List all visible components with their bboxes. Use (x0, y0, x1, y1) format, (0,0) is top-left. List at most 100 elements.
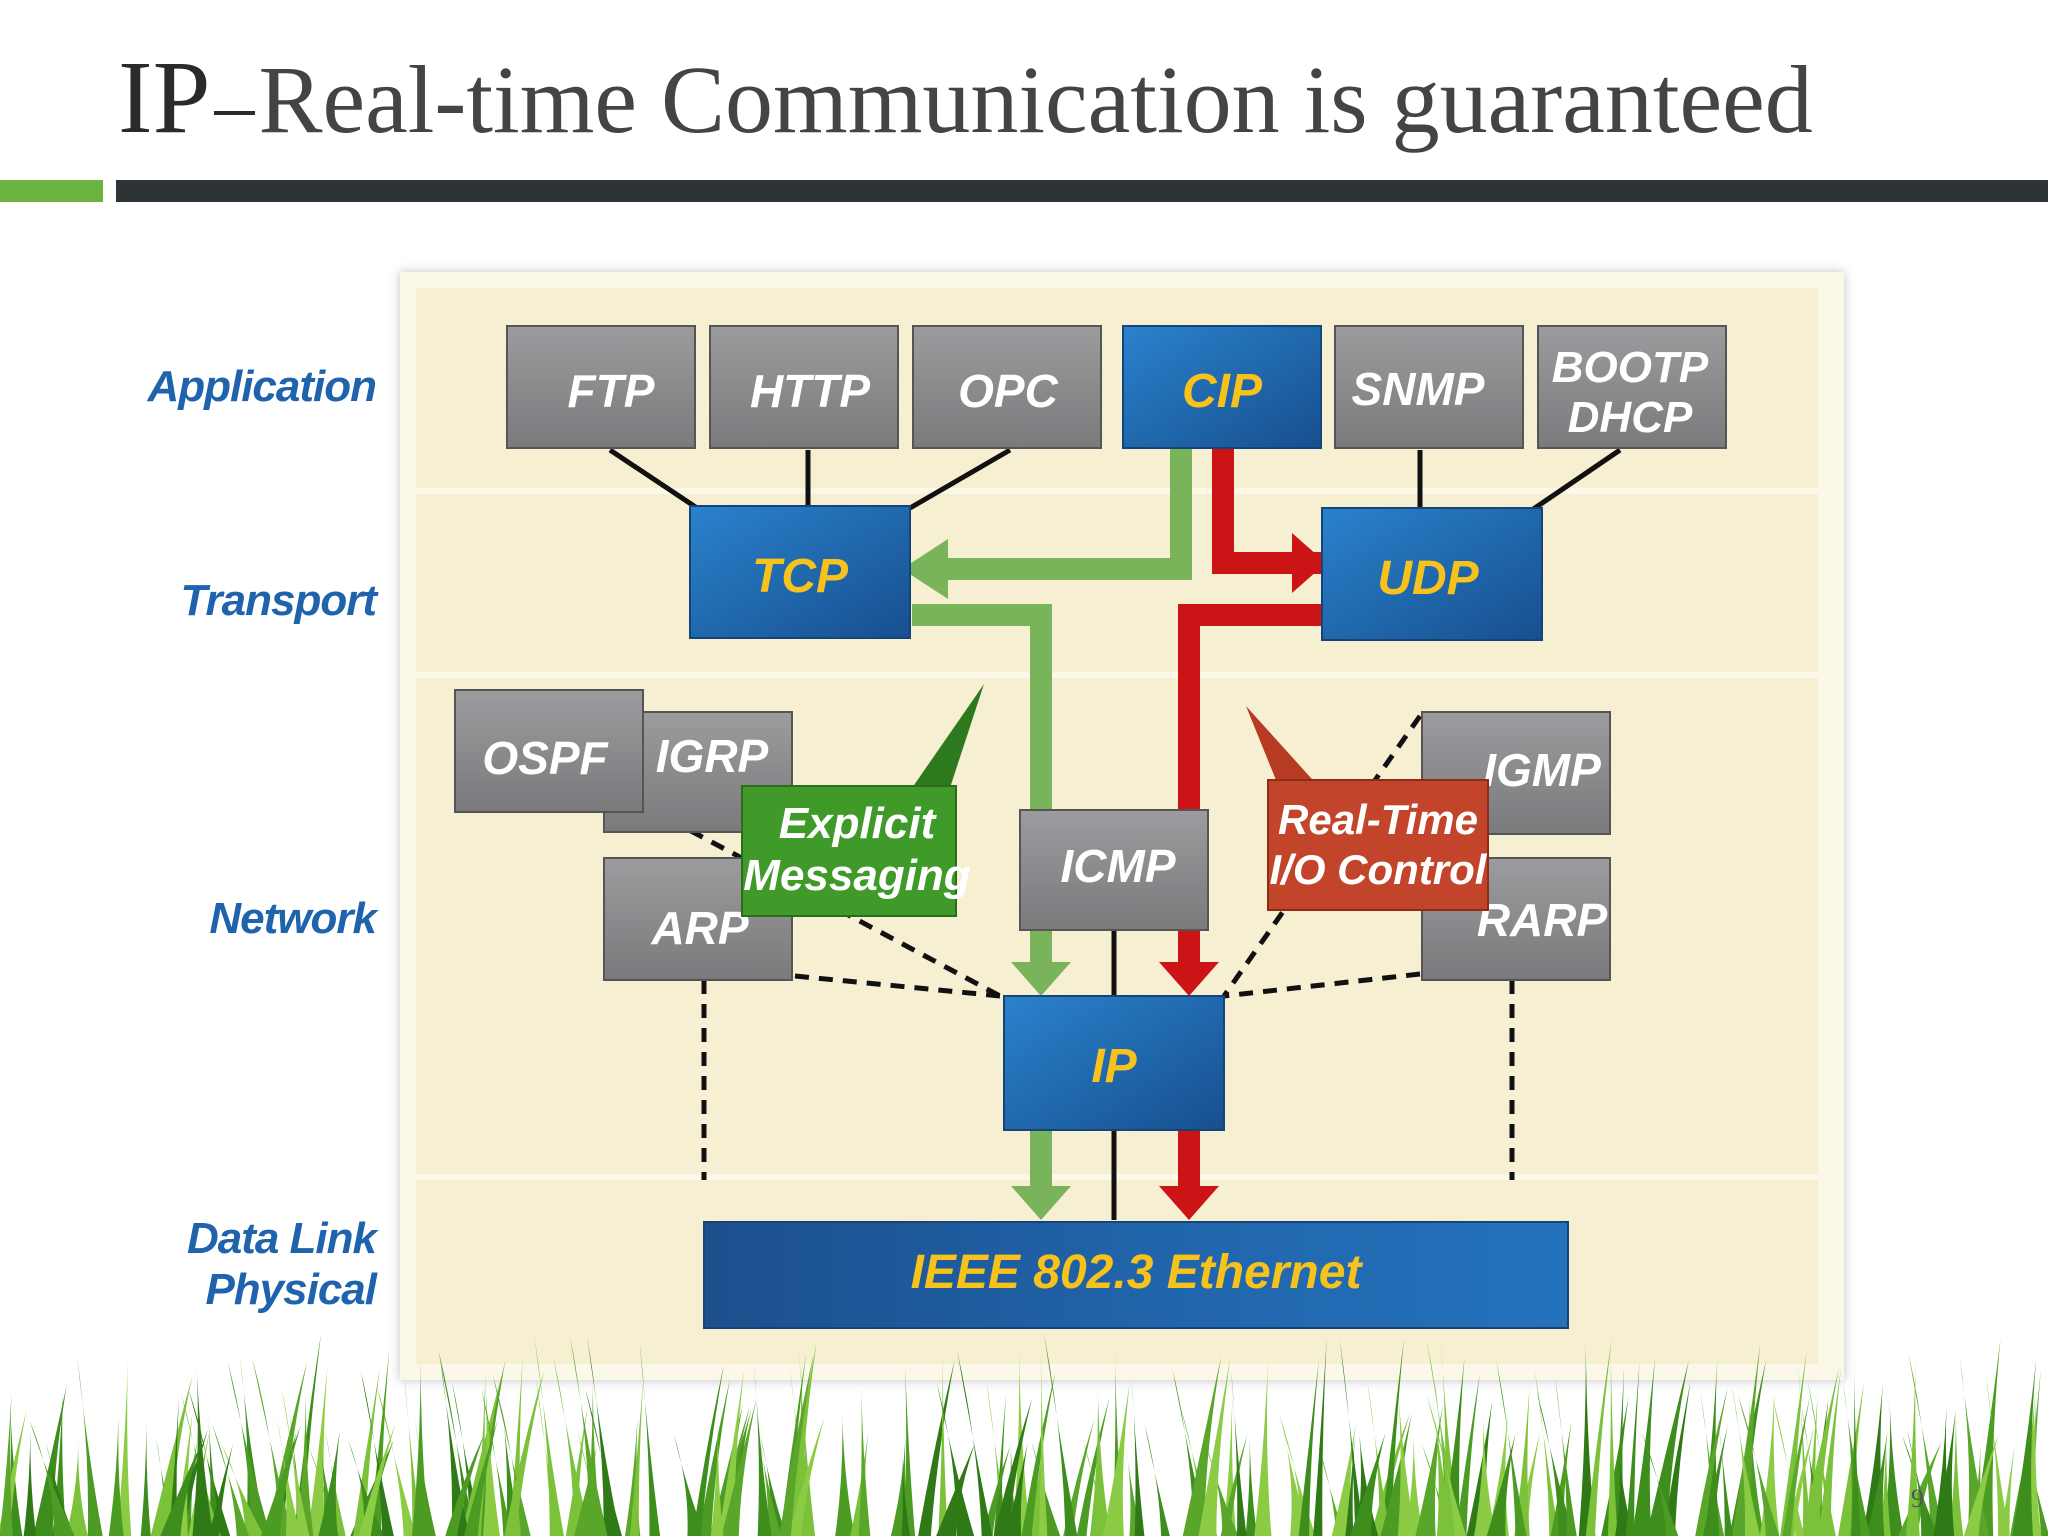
grass-blade (1180, 1405, 1218, 1536)
accent-bar-green (0, 180, 103, 202)
grass-blade (1703, 1424, 1728, 1536)
grass-blade (77, 1357, 103, 1536)
grass-blade (673, 1433, 706, 1536)
grass-blade (2012, 1359, 2037, 1536)
grass-blade (1933, 1407, 1952, 1536)
grass-blade (492, 1374, 531, 1536)
grass-blade (414, 1417, 436, 1536)
grass-blade (1585, 1339, 1612, 1536)
red-path-udp-out (1178, 604, 1322, 626)
grass-blade (1695, 1387, 1728, 1536)
grass-blade (403, 1374, 422, 1536)
grass-blade (1615, 1444, 1634, 1536)
grass-blade (1421, 1444, 1455, 1536)
ethernet-box: IEEE 802.3 Ethernet (703, 1221, 1569, 1329)
grass-blade (1231, 1369, 1247, 1536)
accent-bar-dark (116, 180, 2048, 202)
grass-blade (904, 1335, 916, 1536)
green-path-ip-ethernet (1030, 1130, 1052, 1190)
grass-blade (1908, 1352, 1945, 1536)
grass-blade (798, 1349, 816, 1536)
explicit-callout-line2: Messaging (743, 851, 971, 900)
grass-blade (1851, 1353, 1861, 1536)
grass-blade (1514, 1384, 1530, 1536)
grass-blade (1906, 1357, 1920, 1536)
grass-blade (353, 1367, 381, 1536)
grass-blade (1949, 1408, 1964, 1536)
grass-blade (1144, 1424, 1170, 1536)
grass-blade (293, 1333, 322, 1536)
grass-blade (1245, 1432, 1258, 1536)
cip-label: CIP (1182, 365, 1263, 418)
opc-box: OPC (912, 325, 1102, 449)
grass-blade (993, 1398, 1033, 1536)
red-arrowhead-ip (1159, 962, 1219, 996)
grass-blade (1607, 1331, 1618, 1536)
grass-blade (788, 1417, 825, 1536)
ftp-label: FTP (568, 365, 655, 417)
grass-blade (445, 1432, 486, 1536)
grass-blade (360, 1370, 394, 1536)
grass-blade (460, 1373, 503, 1536)
grass-blade (639, 1339, 661, 1536)
grass-blade (1031, 1441, 1061, 1536)
grass-blade (1102, 1381, 1130, 1536)
ip-box: IP (1003, 995, 1225, 1131)
grass-blade (192, 1355, 214, 1536)
grass-blade (1474, 1414, 1496, 1536)
green-arrowhead-tcp (902, 539, 948, 599)
explicit-callout-line1: Explicit (779, 799, 938, 848)
grass-blade (1021, 1372, 1056, 1536)
green-arrowhead-ip (1011, 962, 1071, 996)
grass-blade (1434, 1377, 1455, 1536)
grass-blade (1985, 1373, 2010, 1536)
title-main: IP (118, 40, 211, 155)
grass-blade (890, 1437, 913, 1536)
grass-blade (1331, 1423, 1357, 1536)
grass-blade (1282, 1424, 1312, 1536)
grass-blade (1731, 1384, 1761, 1536)
grass-blade (439, 1355, 470, 1536)
grass-blade (721, 1399, 757, 1536)
grass-blade (1076, 1397, 1110, 1536)
grass-blade (1313, 1337, 1327, 1536)
grass-blade (1205, 1442, 1239, 1536)
grass-blade (116, 1359, 132, 1536)
grass-blade (1646, 1360, 1689, 1536)
line-opc-tcp (908, 447, 1012, 511)
grass-blade (1780, 1350, 1807, 1536)
grass-blade (1759, 1390, 1780, 1536)
grass-blade (1970, 1445, 1985, 1536)
grass-blade (1005, 1442, 1028, 1536)
grass-blade (1380, 1414, 1412, 1536)
grass-blade (212, 1423, 250, 1536)
http-box: HTTP (709, 325, 899, 449)
grass-blade (937, 1383, 975, 1536)
grass-blade (1772, 1396, 1805, 1536)
green-path-tcp-out (912, 604, 1052, 626)
grass-blade (1220, 1433, 1248, 1536)
page-number: 9 (1911, 1484, 1924, 1513)
grass-blade (1798, 1362, 1812, 1536)
grass-blade (221, 1444, 265, 1536)
opc-label: OPC (958, 365, 1058, 417)
dashed-arp-ip (794, 973, 1001, 999)
ospf-label: OSPF (482, 732, 609, 784)
red-arrowhead-udp (1292, 533, 1326, 593)
connector-lines (608, 447, 1622, 1220)
grass-blade (207, 1399, 221, 1536)
grass-blade (276, 1417, 302, 1536)
band-transport (416, 494, 1818, 672)
grass-blade (483, 1362, 501, 1536)
grass-blade (1554, 1377, 1577, 1536)
grass-blade (1902, 1435, 1938, 1536)
grass-blade (552, 1355, 592, 1536)
grass-blade (1279, 1414, 1316, 1536)
title-subtitle: Real-time Communication is guaranteed (258, 46, 1813, 153)
grass-blade (1536, 1390, 1574, 1536)
tcp-box: TCP (689, 505, 911, 639)
layer-label-physical-text: Physical (205, 1264, 377, 1314)
grass-blade (1455, 1372, 1480, 1536)
grass-blade (1906, 1428, 1934, 1536)
grass-blade (1641, 1433, 1679, 1536)
